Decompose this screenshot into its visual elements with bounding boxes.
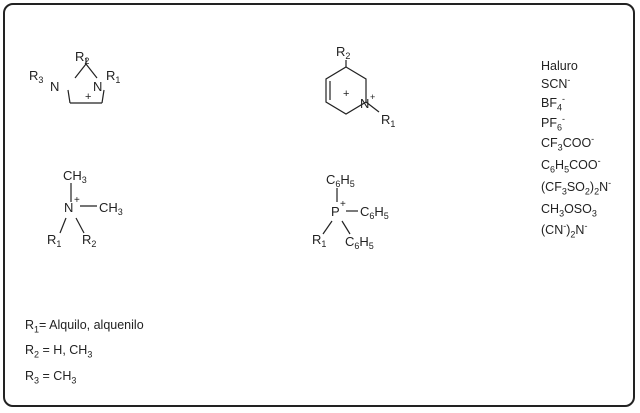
- phosphonium-p: P: [331, 204, 340, 219]
- anion-cn-2n: (CN-)2N-: [541, 220, 588, 240]
- anion-pf6: PF6-: [541, 113, 565, 133]
- figure-frame: [3, 3, 635, 407]
- phosphonium-c6h5-right: C6H5: [360, 204, 389, 221]
- ammonium-n: N: [64, 200, 73, 215]
- pyridinium-r2-label: R2: [336, 44, 350, 61]
- anion-bf4: BF4-: [541, 93, 565, 113]
- legend-r3: R3 = CH3: [25, 369, 77, 386]
- phosphonium-charge: +: [340, 199, 346, 210]
- ammonium-r1-label: R1: [47, 232, 61, 249]
- phosphonium-c6h5-bottom: C6H5: [345, 234, 374, 251]
- imidazolium-ring: [67, 58, 105, 104]
- imidazolium-r3-label: R3: [29, 68, 43, 85]
- anion-ch3oso3: CH3OSO3: [541, 202, 597, 219]
- anion-cf3coo: CF3COO-: [541, 133, 595, 153]
- pyridinium-ring: [325, 60, 380, 115]
- pyridinium-n-charge: +: [370, 92, 375, 102]
- anion-c6h5coo: C6H5COO-: [541, 155, 601, 175]
- pyridinium-r1-label: R1: [381, 112, 395, 129]
- ammonium-r2-label: R2: [82, 232, 96, 249]
- anion-scn: SCN-: [541, 74, 571, 91]
- pyridinium-n: N: [360, 96, 369, 111]
- legend-r1: R1= Alquilo, alquenilo: [25, 318, 144, 335]
- ammonium-bonds: [59, 183, 97, 234]
- phosphonium-bonds: [322, 188, 358, 235]
- pyridinium-charge: +: [343, 88, 349, 100]
- imidazolium-n-left: N: [50, 79, 59, 94]
- anion-cf3so2-2n: (CF3SO2)2N-: [541, 177, 612, 197]
- imidazolium-r1-label: R1: [106, 68, 120, 85]
- imidazolium-n-right: N: [93, 79, 102, 94]
- phosphonium-c6h5-top: C6H5: [326, 172, 355, 189]
- anion-haluro: Haluro: [541, 59, 578, 73]
- ammonium-ch3-right: CH3: [99, 200, 123, 217]
- ammonium-charge: +: [74, 195, 80, 206]
- ammonium-ch3-top: CH3: [63, 168, 87, 185]
- imidazolium-r2-label: R2: [75, 49, 89, 66]
- imidazolium-charge: +: [85, 91, 91, 103]
- phosphonium-r1-label: R1: [312, 232, 326, 249]
- legend-r2: R2 = H, CH3: [25, 343, 93, 360]
